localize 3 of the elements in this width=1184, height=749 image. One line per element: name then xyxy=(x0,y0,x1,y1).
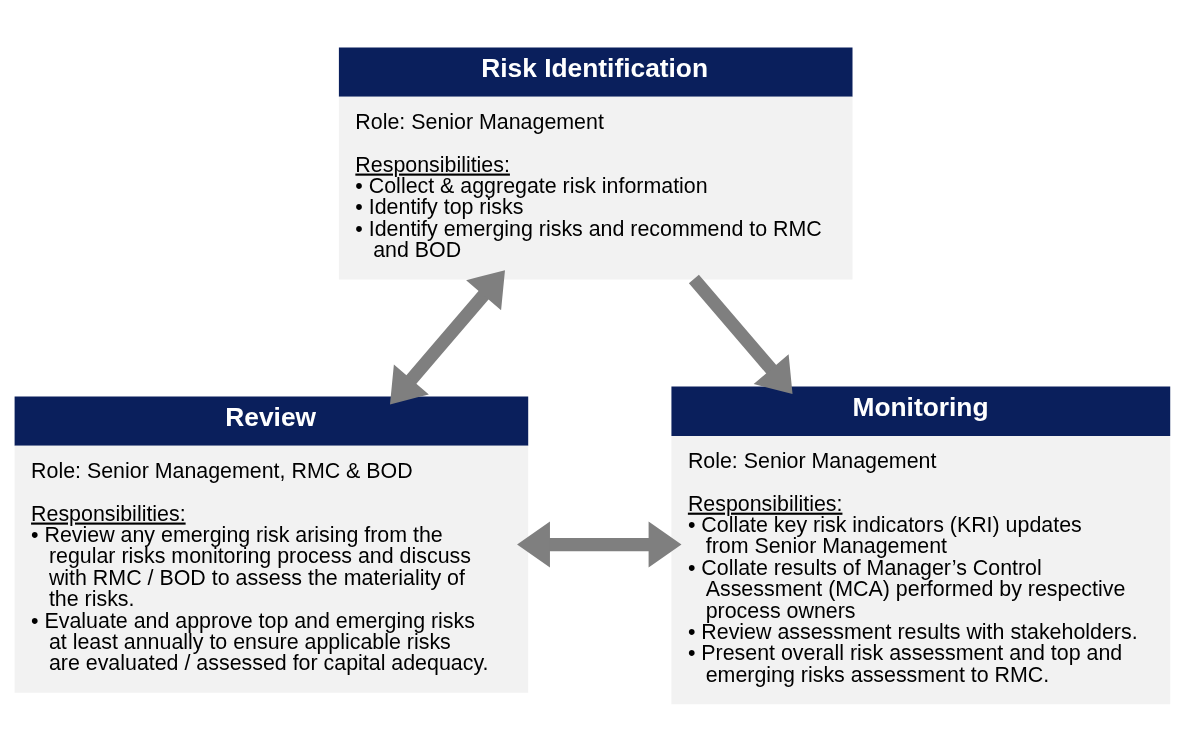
arrow xyxy=(390,269,505,404)
arrow xyxy=(517,521,682,568)
arrow xyxy=(688,274,793,394)
